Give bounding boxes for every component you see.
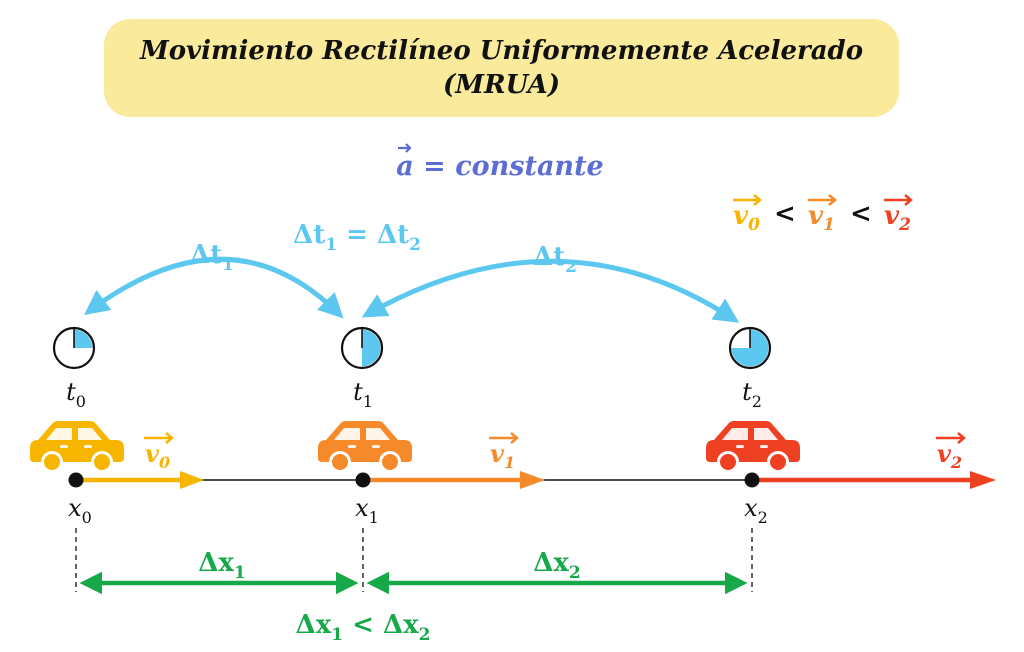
- title-line-1: Movimiento Rectilíneo Uniformemente Acel…: [139, 36, 864, 66]
- delta-x1-label: Δx1: [198, 548, 246, 583]
- position-dot-x0: [68, 472, 84, 488]
- clock-icon-t1: [340, 326, 384, 370]
- time-label-t1: t1: [353, 378, 373, 411]
- compare-sep-2: <: [850, 199, 872, 229]
- compare-v1-arrow: [808, 194, 837, 206]
- delta-t2-label: Δt2: [533, 242, 577, 277]
- position-label-x2: x2: [744, 494, 768, 527]
- velocity-arrowhead-v2: [970, 471, 996, 489]
- velocity-label-v0-arrow: [144, 432, 174, 444]
- clock-icon-t2: [728, 326, 772, 370]
- velocity-label-v1-arrow: [489, 432, 519, 444]
- velocity-label-v2-arrow: [936, 432, 966, 444]
- compare-v2: v2: [884, 201, 911, 235]
- compare-v0: v0: [733, 201, 760, 235]
- title-line-2: (MRUA): [442, 70, 561, 100]
- compare-v1: v1: [808, 201, 835, 235]
- delta-x-inequality: Δx1 < Δx2: [296, 610, 431, 645]
- title-box: Movimiento Rectilíneo Uniformemente Acel…: [104, 19, 899, 117]
- compare-sep-1: <: [774, 199, 796, 229]
- compare-v2-arrow: [884, 194, 913, 206]
- delta-t1-label: Δt1: [190, 240, 234, 275]
- acceleration-symbol: a: [396, 151, 414, 182]
- acceleration-label: a = constante: [396, 151, 603, 182]
- velocity-label-v0: v0: [145, 439, 170, 472]
- delta-x2-label: Δx2: [533, 548, 581, 583]
- compare-v0-arrow: [733, 194, 762, 206]
- car-icon-red: [706, 421, 800, 473]
- position-label-x1: x1: [355, 494, 379, 527]
- clock-icon-t0: [52, 326, 96, 370]
- velocity-arrowhead-v0: [180, 471, 204, 489]
- acceleration-vector-arrow: [398, 143, 412, 153]
- velocity-label-v2: v2: [937, 439, 962, 472]
- time-label-t2: t2: [742, 378, 762, 411]
- velocity-comparison: v0 < v1 < v2: [733, 194, 913, 235]
- delta-t-equality: Δt1 = Δt2: [293, 220, 421, 255]
- velocity-label-v1: v1: [490, 439, 515, 472]
- velocity-arrowhead-v1: [520, 471, 545, 489]
- time-arc-right: [361, 258, 740, 323]
- time-label-t0: t0: [66, 378, 86, 411]
- time-arc-left: [84, 256, 344, 319]
- acceleration-rest: = constante: [414, 151, 604, 182]
- position-dot-x2: [744, 472, 760, 488]
- car-icon-yellow: [30, 421, 124, 473]
- position-dot-x1: [355, 472, 371, 488]
- position-label-x0: x0: [68, 494, 92, 527]
- car-icon-orange: [318, 421, 412, 473]
